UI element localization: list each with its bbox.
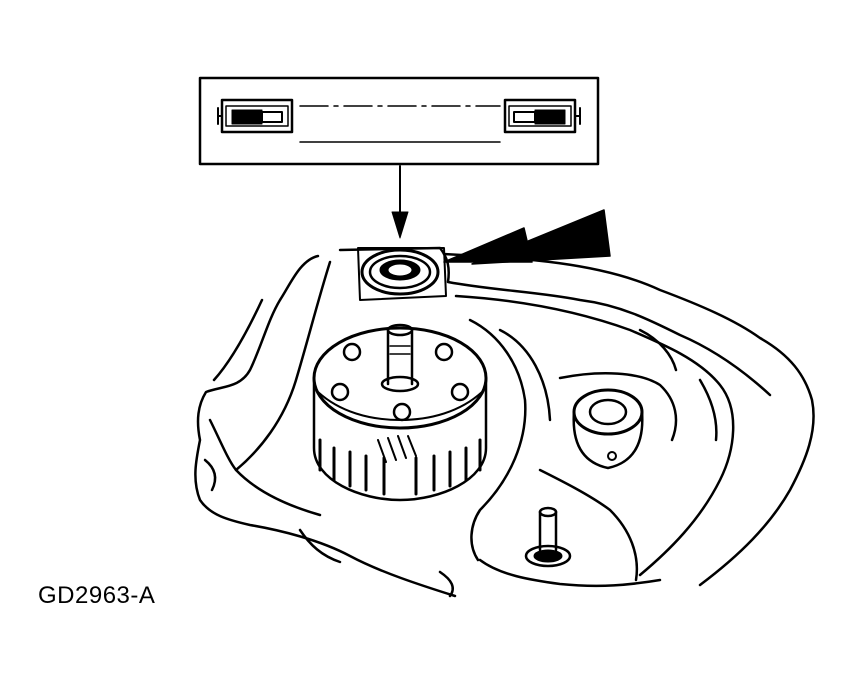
case-stud [524, 506, 572, 568]
left-seal-section-icon [217, 98, 294, 134]
seal-ring [357, 247, 447, 301]
figure-code: GD2963-A [38, 582, 156, 609]
leader-arrow [391, 165, 409, 239]
seal-cross-section-callout [198, 76, 600, 166]
case-boss [572, 388, 644, 470]
transmission-case [194, 246, 815, 598]
right-seal-section-icon [503, 98, 581, 134]
callout-frame [198, 76, 600, 166]
clutch-drum-assembly [312, 323, 488, 502]
